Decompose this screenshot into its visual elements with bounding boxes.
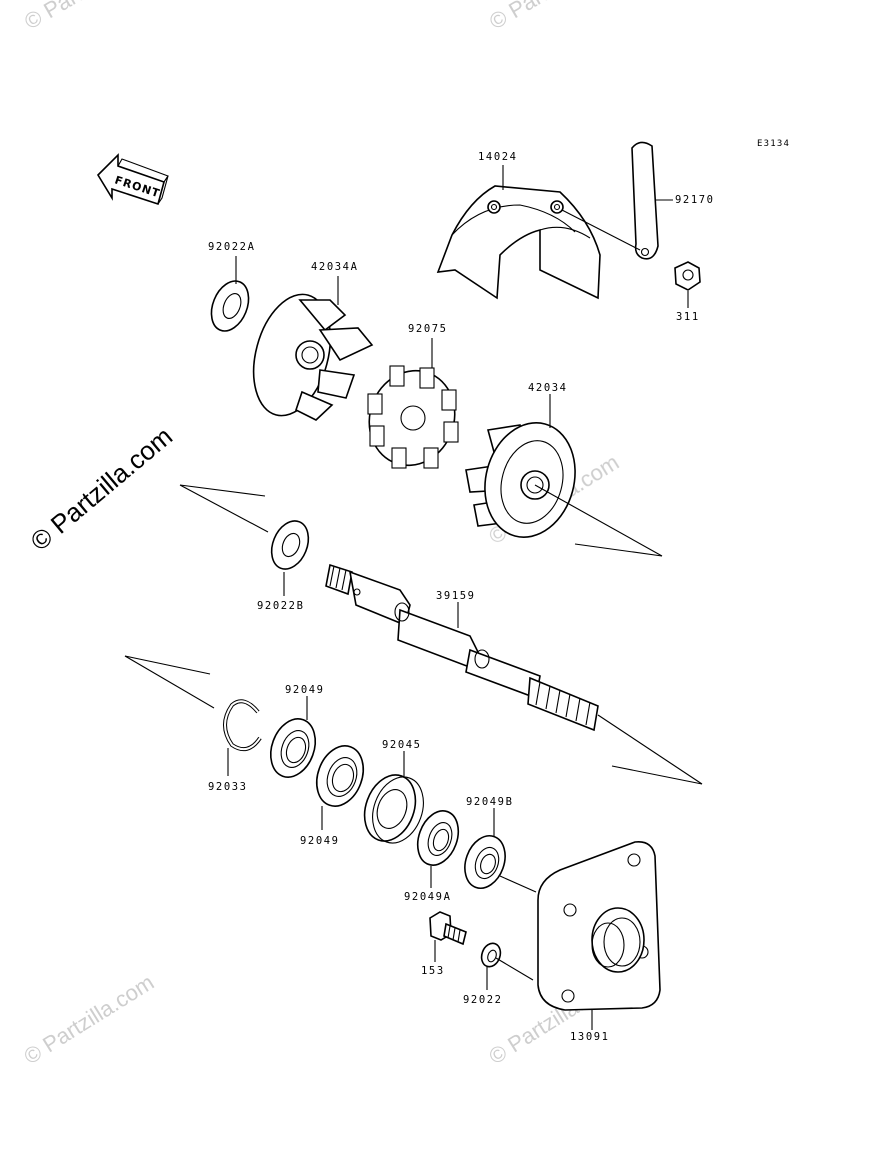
watermark: © Partzilla.com [25, 421, 178, 557]
guide-line [597, 714, 703, 785]
guide-line [495, 957, 534, 981]
guide-line [499, 875, 537, 893]
part-label-92049A: 92049A [404, 891, 452, 903]
watermark-faint: © Partzilla.com [20, 0, 161, 34]
part-label-42034A: 42034A [311, 261, 359, 273]
part-label-92049-lower: 92049 [300, 835, 340, 847]
part-92049-bearing-upper [269, 718, 317, 778]
part-92022B-washer [270, 520, 310, 570]
part-label-92075: 92075 [408, 323, 448, 335]
part-label-42034: 42034 [528, 382, 568, 394]
guide-line [574, 543, 663, 557]
part-92045-bearing [363, 774, 424, 844]
part-label-92022: 92022 [463, 994, 503, 1006]
part-13091-housing [537, 840, 661, 1011]
part-92170-strap [561, 141, 659, 260]
watermark-faint: © Partzilla.com [485, 0, 626, 34]
part-92022A-washer [210, 280, 250, 332]
part-label-92049-upper: 92049 [285, 684, 325, 696]
part-label-13091: 13091 [570, 1031, 610, 1043]
part-label-92049B: 92049B [466, 796, 514, 808]
part-label-39159: 39159 [436, 590, 476, 602]
part-92022-washer [480, 942, 502, 968]
part-92033-circlip [223, 699, 262, 752]
part-14024-cover [436, 185, 601, 300]
watermark-faint: © Partzilla.com [19, 969, 158, 1069]
part-label-92022B: 92022B [257, 600, 305, 612]
part-label-153: 153 [421, 965, 445, 977]
front-arrow-icon: FRONT [96, 153, 169, 206]
part-42034A-coupling [252, 293, 374, 421]
guide-line [534, 484, 663, 557]
part-39159-shaft [325, 563, 599, 732]
part-label-311: 311 [676, 311, 700, 323]
part-label-92170: 92170 [675, 194, 715, 206]
part-311-nut [674, 261, 701, 291]
part-label-92045: 92045 [382, 739, 422, 751]
guide-line [611, 765, 703, 785]
part-92075-damper [367, 365, 459, 469]
guide-line [124, 655, 215, 709]
part-92049A-seal [416, 810, 460, 866]
part-153-bolt [429, 911, 467, 946]
guide-line [124, 655, 211, 675]
part-label-14024: 14024 [478, 151, 518, 163]
guide-line [179, 484, 266, 497]
part-92049-bearing-lower [315, 745, 365, 807]
guide-line [179, 484, 269, 533]
part-92049B-seal [464, 835, 506, 889]
part-label-92022A: 92022A [208, 241, 256, 253]
part-label-92033: 92033 [208, 781, 248, 793]
part-42034-coupling [465, 422, 576, 538]
diagram-code: E3134 [757, 139, 790, 149]
